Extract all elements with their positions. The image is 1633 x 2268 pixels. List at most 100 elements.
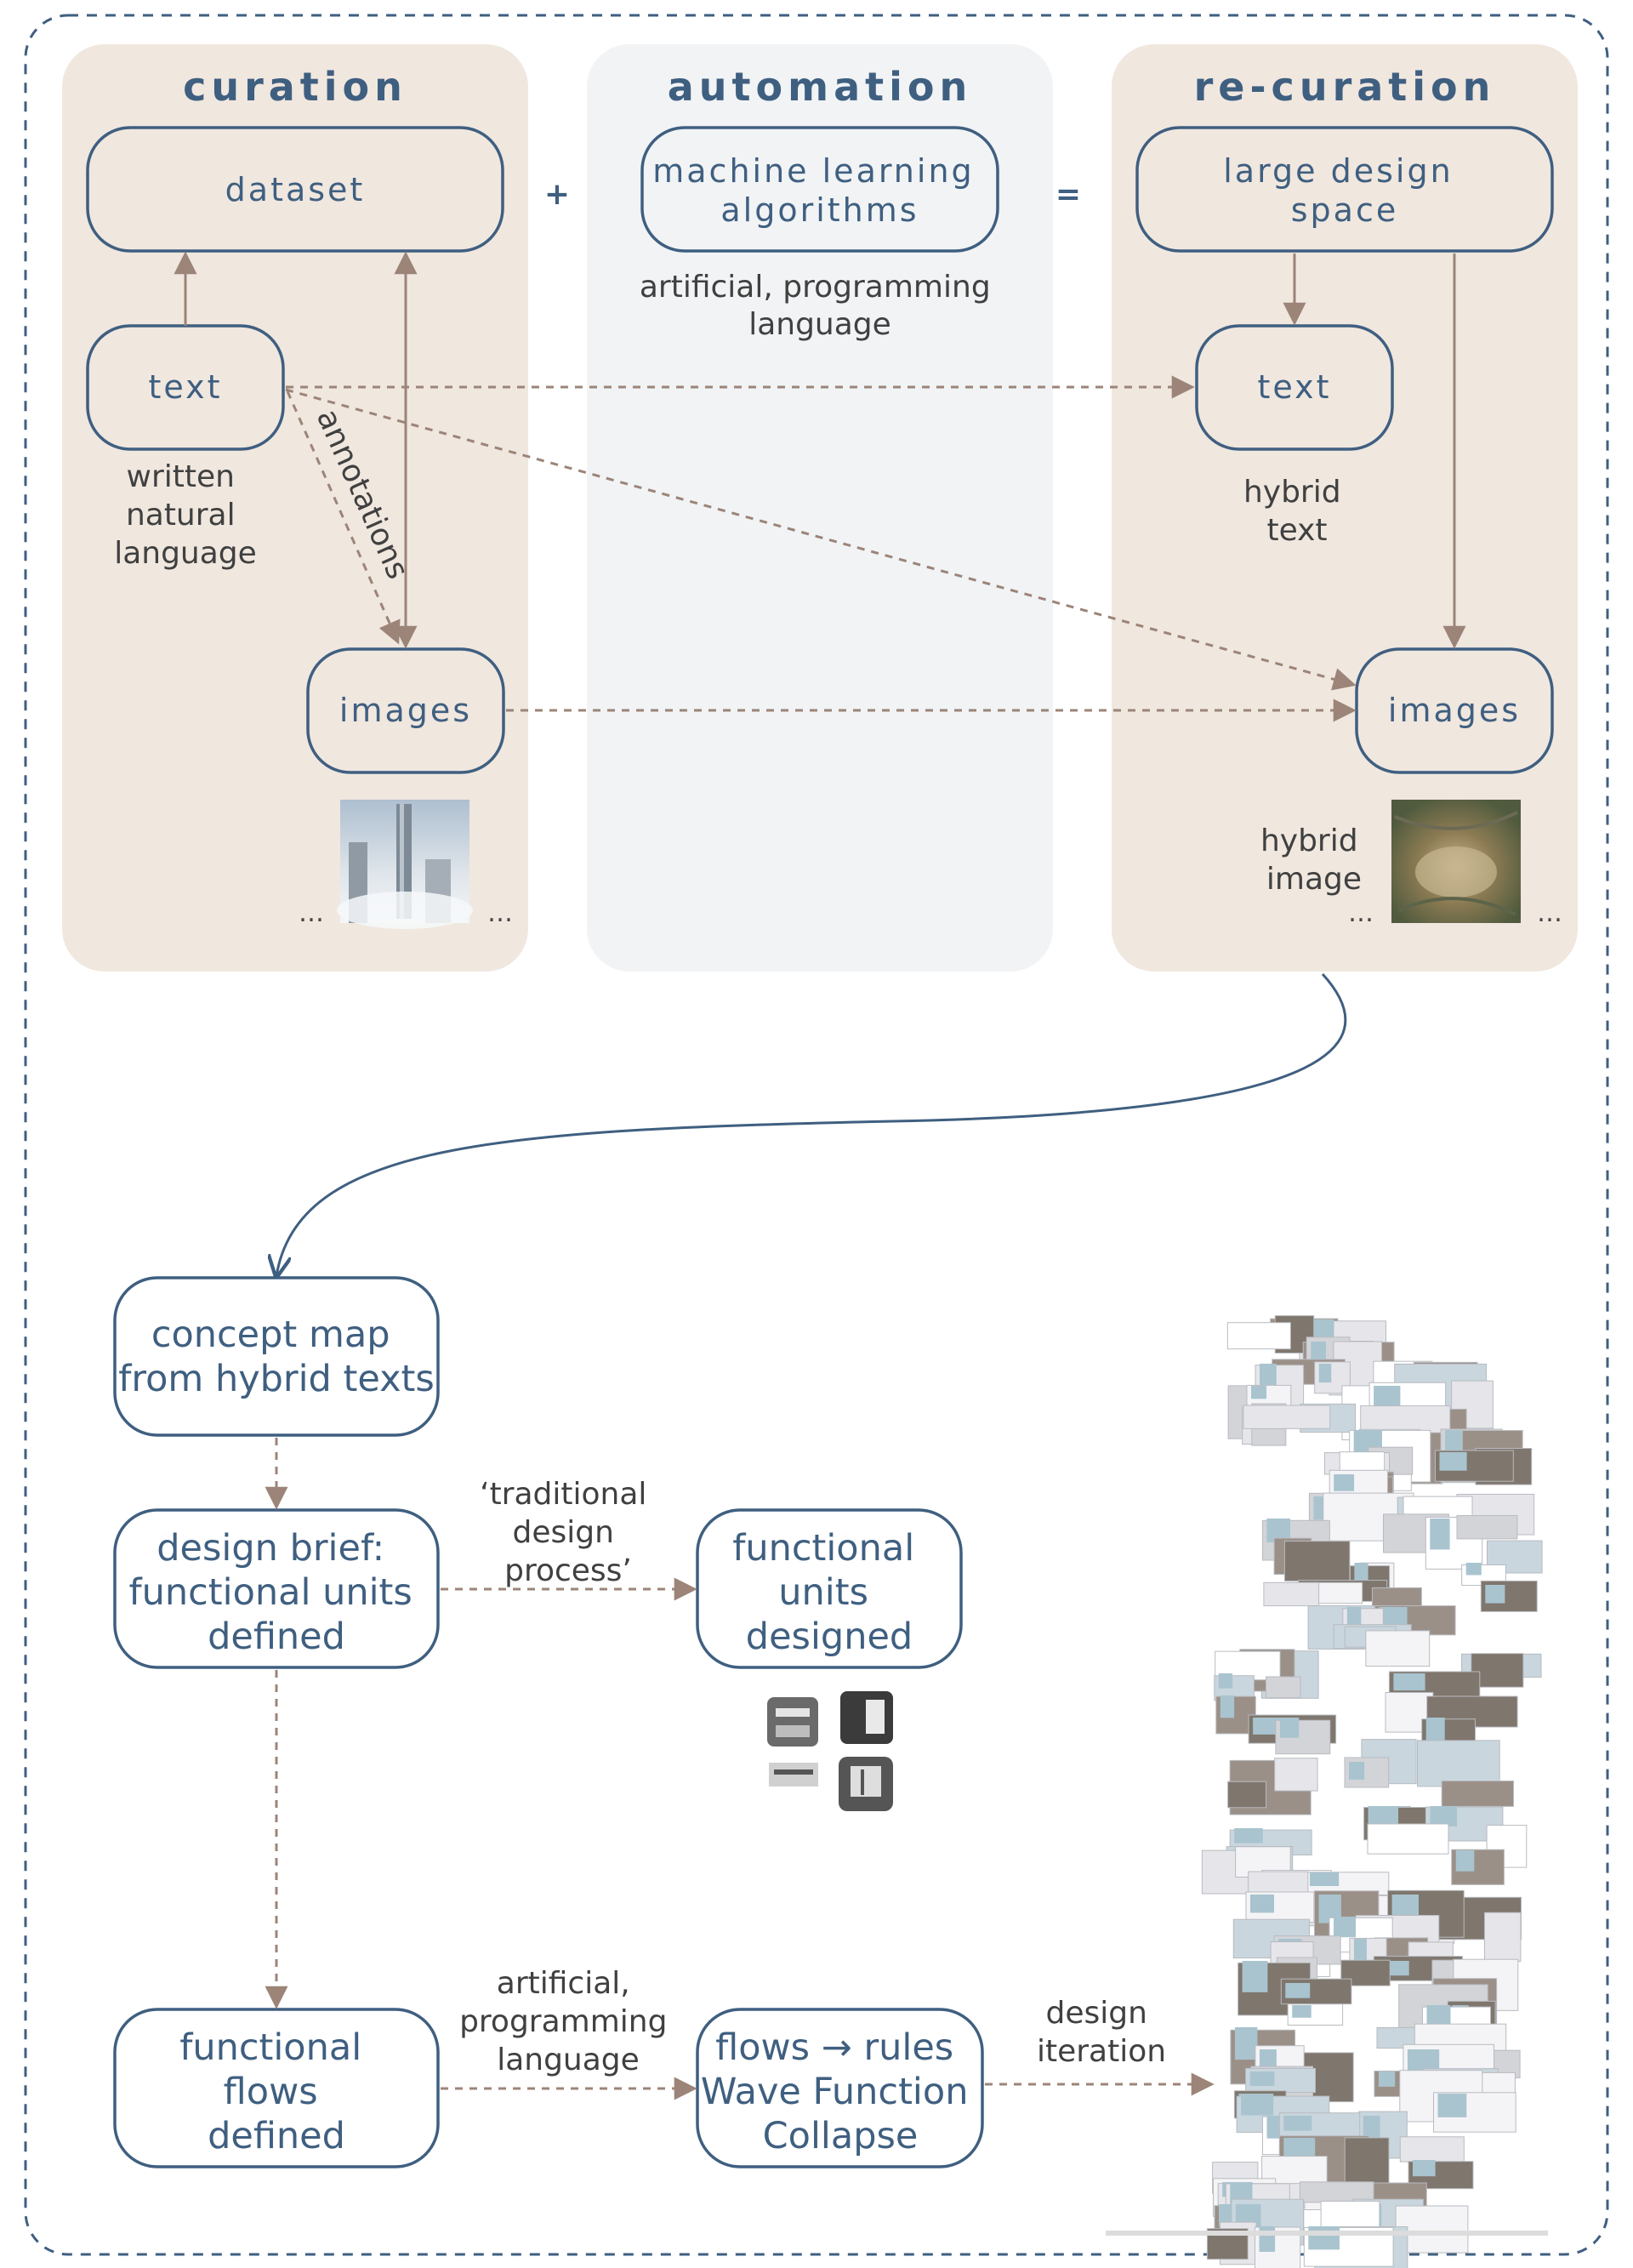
iteration-line-2: iteration [1037, 2034, 1166, 2069]
tower-window [1349, 1762, 1365, 1780]
text-line: text [1266, 513, 1327, 548]
functional-flows-label: functional flows defined [179, 2026, 373, 2157]
tower-window [1378, 2071, 1396, 2087]
wfc-box [696, 2008, 984, 2168]
functional-flows-box [113, 2008, 440, 2168]
hybrid-line: hybrid [1243, 475, 1341, 510]
tower-window [1368, 1806, 1398, 1826]
written-natural-language-note: written natural language [114, 459, 257, 571]
tower-thumbnail [337, 800, 473, 929]
tower-window [1234, 2027, 1258, 2060]
tower-window [1354, 1563, 1368, 1581]
tower-window [1413, 2160, 1436, 2177]
concept-map-line-2: from hybrid texts [118, 1358, 435, 1400]
functional-flows-line-3: defined [208, 2115, 345, 2157]
outer-frame [24, 14, 1609, 2256]
recuration-title: re-curation [1194, 64, 1496, 110]
tower-window [1251, 1386, 1267, 1399]
tower-window [1249, 2071, 1275, 2086]
tower-window [1308, 2226, 1340, 2250]
wfc-label: flows → rules Wave Function Collapse [701, 2026, 980, 2157]
functional-units-line-2: units [778, 1571, 868, 1614]
curation-ellipsis-right: … [487, 898, 513, 928]
programming-language-label: artificial, programming language [459, 1966, 677, 2077]
tower-module [1367, 1823, 1449, 1855]
wfc-line-1: flows → rules [715, 2026, 953, 2069]
plus-operator: + [544, 177, 570, 212]
automation-note-line-1: artificial, programming [640, 270, 991, 305]
tower-window [1220, 1695, 1235, 1718]
hybrid-image-line-1: hybrid [1260, 823, 1358, 858]
curation-title: curation [183, 64, 407, 110]
recuration-ellipsis-left: … [1348, 898, 1374, 928]
annotations-arrow [286, 390, 401, 645]
tower-window [1455, 1850, 1475, 1872]
functional-flows-line-2: flows [224, 2071, 318, 2113]
tower-window [1346, 1607, 1362, 1630]
design-brief-box [113, 1508, 440, 1669]
design-iteration-label: design iteration [1037, 1996, 1166, 2069]
design-brief-label: design brief: functional units defined [128, 1527, 424, 1658]
hybrid-image-note: hybrid image [1260, 823, 1368, 897]
functional-units-line-1: functional [732, 1527, 914, 1570]
tower-ground [1106, 2231, 1548, 2236]
tower-module [1243, 1405, 1331, 1429]
tower-window [1353, 1939, 1367, 1967]
hybrid-image-thumbnail [1391, 800, 1521, 923]
hybrid-image-line-2: image [1266, 862, 1362, 897]
tower-window [1425, 1718, 1445, 1741]
concept-map-box [113, 1276, 440, 1437]
curation-text-label: text [149, 368, 223, 406]
ml-line-1: machine learning [652, 152, 974, 190]
automation-note: artificial, programming language [640, 270, 1000, 342]
hybrid-text-label: text [1258, 368, 1332, 406]
tower-window [1379, 1607, 1408, 1625]
tower-window [1283, 2116, 1312, 2131]
tower-module [1227, 1781, 1266, 1809]
traditional-line-1: ‘traditional [480, 1477, 646, 1512]
tower-module [1365, 1630, 1431, 1667]
tower-window [1437, 2094, 1467, 2117]
design-brief-line-2: functional units [128, 1571, 412, 1614]
tower-window [1260, 1364, 1277, 1392]
tower-window [1334, 1474, 1355, 1491]
natural-line: natural [126, 498, 236, 533]
functional-units-label: functional units designed [732, 1527, 926, 1658]
automation-title: automation [668, 64, 972, 110]
programming-line-3: language [497, 2043, 640, 2077]
tower-window [1439, 1452, 1467, 1471]
tower-window [1285, 1983, 1311, 1998]
tower-module [1344, 2137, 1390, 2187]
tower-module [1487, 1540, 1543, 1574]
traditional-process-label: ‘traditional design process’ [480, 1477, 657, 1588]
tower-window [1334, 1917, 1356, 1938]
traditional-line-2: design [513, 1515, 614, 1550]
tower-module [1274, 1758, 1318, 1792]
tower-window [1485, 1585, 1505, 1604]
curation-images-box [306, 647, 505, 774]
wfc-line-2: Wave Function [701, 2071, 969, 2113]
ml-line-2: algorithms [720, 191, 919, 229]
tower-module [1484, 1912, 1522, 1962]
dataset-label: dataset [225, 171, 366, 208]
functional-flows-line-1: functional [179, 2026, 361, 2069]
tower-module [1456, 1515, 1518, 1540]
tower-module [1417, 1740, 1500, 1787]
recuration-ellipsis-right: … [1537, 898, 1562, 928]
generated-tower-image [1106, 1315, 1548, 2268]
tower-module [1283, 1541, 1351, 1581]
hybrid-text-note: hybrid text [1243, 475, 1351, 548]
hybrid-images-box [1355, 647, 1554, 774]
design-space-label: large design space [1223, 152, 1466, 229]
concept-map-label: concept map from hybrid texts [118, 1314, 435, 1400]
concept-map-line-1: concept map [151, 1314, 390, 1356]
tower-module [1376, 2026, 1416, 2049]
tower-window [1218, 1673, 1233, 1689]
ml-algorithms-label: machine learning algorithms [652, 152, 987, 229]
iteration-line-1: design [1046, 1996, 1147, 2031]
curation-ellipsis-left: … [299, 898, 324, 928]
design-brief-line-3: defined [208, 1616, 345, 1658]
tower-window [1241, 2094, 1274, 2116]
automation-note-line-2: language [748, 307, 891, 342]
programming-line-2: programming [459, 2004, 667, 2039]
